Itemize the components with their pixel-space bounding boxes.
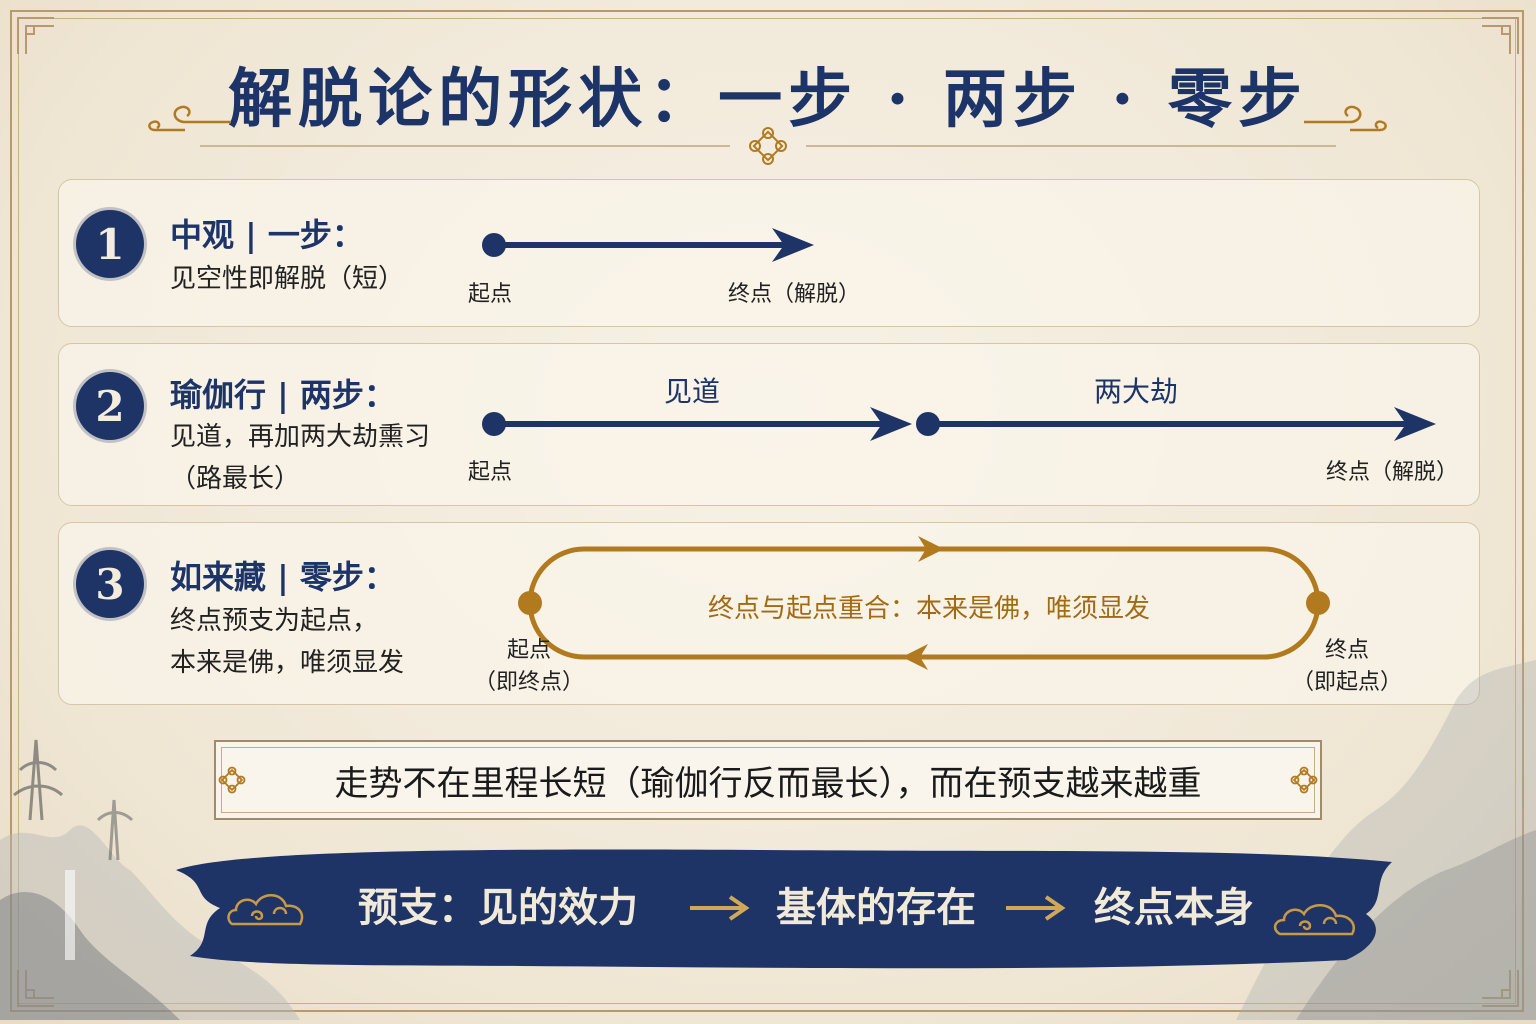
segment-label-two-kalpas: 两大劫 xyxy=(1094,375,1179,408)
start-label-line: 起点 xyxy=(506,638,551,663)
page-title: 解脱论的形状：一步 · 两步 · 零步 xyxy=(228,62,1308,137)
cloud-icon-left xyxy=(227,894,304,926)
end-label-line: （即起点） xyxy=(1292,670,1403,695)
corner-ornament-bottom-right xyxy=(1482,970,1519,1007)
cloud-ornament-right xyxy=(1304,105,1387,132)
banner-item-seeing-efficacy: 预支：见的效力 xyxy=(358,884,638,931)
inner-frame xyxy=(18,18,1516,1004)
knot-ornament-right xyxy=(1290,766,1318,794)
row-number-badge: 1 xyxy=(76,210,144,278)
banner-item-endpoint-itself: 终点本身 xyxy=(1094,884,1254,931)
cloud-icon-right xyxy=(1273,904,1355,936)
title-divider xyxy=(200,127,1336,165)
panel-madhyamaka xyxy=(58,179,1480,327)
corner-ornament-top-left xyxy=(17,17,54,54)
banner-item-substratum-existence: 基体的存在 xyxy=(776,884,976,931)
end-label-line: 终点 xyxy=(1324,638,1369,663)
loop-label: 终点与起点重合：本来是佛，唯须显发 xyxy=(708,594,1151,624)
mountain-landscape-left xyxy=(0,739,300,1020)
segment-label-path-of-seeing: 见道 xyxy=(664,375,721,408)
start-label-line: （即终点） xyxy=(474,670,585,695)
row-title: 如来藏 | 零步： xyxy=(170,558,396,596)
end-label: 终点（解脱） xyxy=(728,282,861,307)
corner-ornament-top-right xyxy=(1482,17,1519,54)
row-title: 瑜伽行 | 两步： xyxy=(170,376,396,414)
row-title: 中观 | 一步： xyxy=(170,216,364,254)
summary-note-text: 走势不在里程长短（瑜伽行反而最长），而在预支越来越重 xyxy=(334,763,1202,804)
knot-ornament-left xyxy=(218,766,246,794)
start-label: 起点 xyxy=(468,282,513,307)
corner-ornament-bottom-left xyxy=(17,970,54,1007)
row-description: 见空性即解脱（短） xyxy=(170,264,405,294)
banner-arrow-1 xyxy=(690,895,750,921)
end-label: 终点 （即起点） xyxy=(1292,632,1402,696)
end-label: 终点（解脱） xyxy=(1326,460,1459,485)
row-description: 本来是佛，唯须显发 xyxy=(170,648,405,678)
row-number-badge: 3 xyxy=(76,550,144,618)
row-description: （路最长） xyxy=(170,464,301,494)
summary-note-box: 走势不在里程长短（瑜伽行反而最长），而在预支越来越重 xyxy=(214,740,1322,820)
start-label: 起点 （即终点） xyxy=(474,632,584,696)
outer-frame xyxy=(10,10,1524,1012)
row-description: 终点预支为起点， xyxy=(170,606,379,636)
banner-arrow-2 xyxy=(1006,895,1066,921)
row-number-badge: 2 xyxy=(76,372,144,440)
panel-tathagatagarbha xyxy=(58,522,1480,705)
start-label: 起点 xyxy=(468,460,513,485)
row-description: 见道，再加两大劫熏习 xyxy=(170,422,431,452)
cloud-ornament-left xyxy=(148,105,231,132)
